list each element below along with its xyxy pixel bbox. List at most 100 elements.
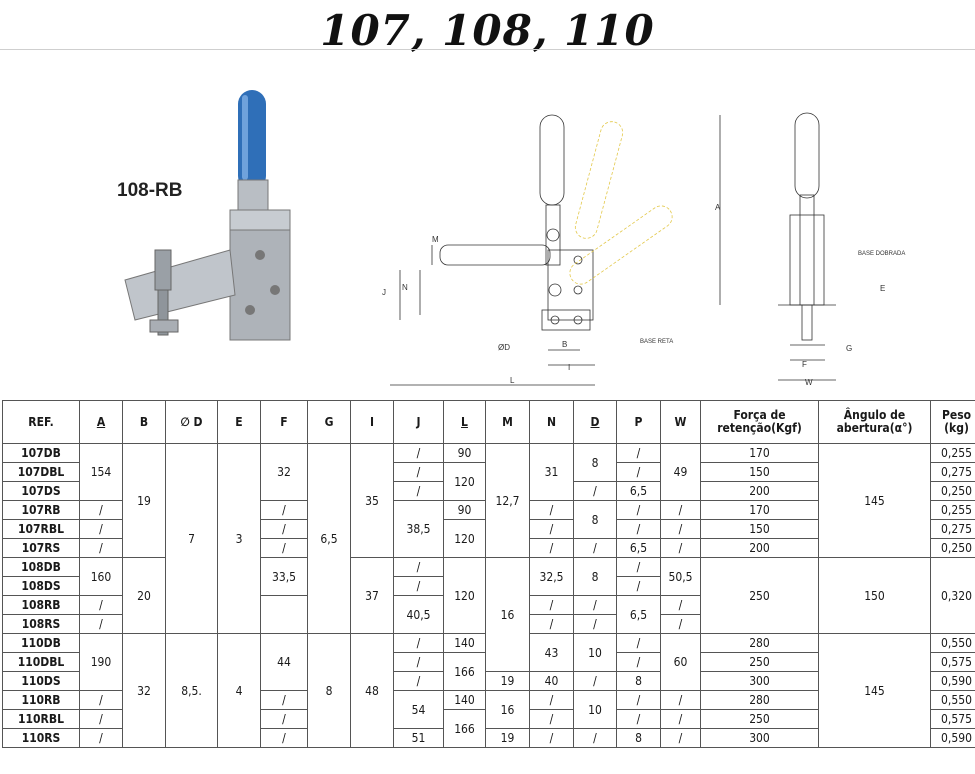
header-ref: REF. xyxy=(2,400,80,444)
header-weight: Peso (kg) xyxy=(930,400,975,444)
cell-a: / xyxy=(79,595,123,615)
cell-force: 150 xyxy=(700,462,819,482)
ref-cell: 107DB xyxy=(2,443,80,463)
cell-m: 19 xyxy=(485,728,530,748)
cell-p: 6,5 xyxy=(616,595,661,634)
cell-p: / xyxy=(616,500,661,520)
photo-label: 108-RB xyxy=(117,180,183,201)
dim-a: A xyxy=(715,203,721,212)
cell-weight: 0,250 xyxy=(930,538,975,558)
cell-f xyxy=(260,595,308,634)
cell-l: 120 xyxy=(443,519,486,558)
cell-force: 170 xyxy=(700,500,819,520)
ref-cell: 110DS xyxy=(2,671,80,691)
cell-l: 120 xyxy=(443,462,486,501)
cell-d: 10 xyxy=(573,633,617,672)
cell-force: 300 xyxy=(700,728,819,748)
dim-e: E xyxy=(880,284,885,293)
cell-f: / xyxy=(260,690,308,710)
cell-weight: 0,575 xyxy=(930,709,975,729)
cell-j: / xyxy=(393,481,444,501)
cell-a: 154 xyxy=(79,443,123,501)
dim-od: ØD xyxy=(498,343,510,352)
ref-cell: 110DBL xyxy=(2,652,80,672)
cell-weight: 0,550 xyxy=(930,633,975,653)
header-a: A xyxy=(79,400,123,444)
dim-m: M xyxy=(432,235,439,244)
ref-cell: 110RS xyxy=(2,728,80,748)
cell-weight: 0,320 xyxy=(930,557,975,634)
cell-l: 90 xyxy=(443,443,486,463)
cell-d: 8 xyxy=(573,557,617,596)
table-row: 108RS / / / / xyxy=(2,614,975,634)
cell-w: / xyxy=(660,538,701,558)
cell-angle: 145 xyxy=(818,633,931,748)
ref-cell: 110RBL xyxy=(2,709,80,729)
ref-cell: 108RS xyxy=(2,614,80,634)
cell-g: 6,5 xyxy=(307,443,351,634)
cell-angle: 145 xyxy=(818,443,931,558)
cell-a: 160 xyxy=(79,557,123,596)
cell-f: / xyxy=(260,709,308,729)
table-row: 110DS / 19 40 / 8 300 0,590 xyxy=(2,671,975,691)
cell-w: / xyxy=(660,709,701,729)
cell-a: / xyxy=(79,538,123,558)
cell-b: 32 xyxy=(122,633,166,748)
header-i: I xyxy=(350,400,394,444)
cell-j: 38,5 xyxy=(393,500,444,558)
cell-w: 49 xyxy=(660,443,701,501)
cell-a: 190 xyxy=(79,633,123,691)
cell-d: / xyxy=(573,481,617,501)
cell-n: / xyxy=(529,690,574,710)
cell-a: / xyxy=(79,728,123,748)
cell-weight: 0,550 xyxy=(930,690,975,710)
header-row: REF. A B ∅ D E F G I J L M N D P W Força… xyxy=(2,400,975,444)
cell-force: 250 xyxy=(700,557,819,634)
cell-angle: 150 xyxy=(818,557,931,634)
cell-f: 32 xyxy=(260,443,308,501)
cell-f: / xyxy=(260,500,308,520)
cell-g: 8 xyxy=(307,633,351,748)
cell-i: 48 xyxy=(350,633,394,748)
page-title: 107, 108, 110 xyxy=(320,6,655,55)
table-row: 110DB 190 32 8,5. 4 44 8 48 / 140 43 10 … xyxy=(2,633,975,748)
header-d: D xyxy=(573,400,617,444)
ref-cell: 108DB xyxy=(2,557,80,577)
cell-m: 16 xyxy=(485,690,530,729)
cell-n: 40 xyxy=(529,671,574,691)
cell-j: 40,5 xyxy=(393,595,444,634)
cell-p: / xyxy=(616,633,661,653)
table-row: 107RB / / 38,5 90 / 8 / / 170 0,255 xyxy=(2,500,975,558)
cell-n: / xyxy=(529,500,574,520)
cell-weight: 0,255 xyxy=(930,443,975,463)
ref-cell: 107DS xyxy=(2,481,80,501)
cell-od: 8,5. xyxy=(165,633,218,748)
cell-force: 250 xyxy=(700,709,819,729)
cell-e: 4 xyxy=(217,633,261,748)
cell-weight: 0,590 xyxy=(930,671,975,691)
cell-d: / xyxy=(573,538,617,558)
cell-n: / xyxy=(529,709,574,729)
cell-l: 90 xyxy=(443,500,486,520)
cell-b: 20 xyxy=(122,557,166,634)
header-m: M xyxy=(485,400,530,444)
cell-n: 43 xyxy=(529,633,574,672)
cell-j: / xyxy=(393,443,444,463)
dim-i: I xyxy=(568,363,570,372)
cell-l: 166 xyxy=(443,652,486,691)
header-l: L xyxy=(443,400,486,444)
cell-m: 12,7 xyxy=(485,443,530,558)
cell-w: / xyxy=(660,614,701,634)
table-row: 107DBL / 120 / 150 0,275 xyxy=(2,462,975,501)
cell-p: 6,5 xyxy=(616,538,661,558)
cell-w: / xyxy=(660,519,701,539)
table-row: 110DBL / 166 / 250 0,575 xyxy=(2,652,975,691)
cell-force: 250 xyxy=(700,652,819,672)
cell-p: / xyxy=(616,576,661,596)
title-divider xyxy=(0,49,975,50)
cell-n: 32,5 xyxy=(529,557,574,596)
cell-b: 19 xyxy=(122,443,166,558)
cell-j: 51 xyxy=(393,728,444,748)
dim-j: J xyxy=(382,288,386,297)
cell-j: / xyxy=(393,652,444,672)
